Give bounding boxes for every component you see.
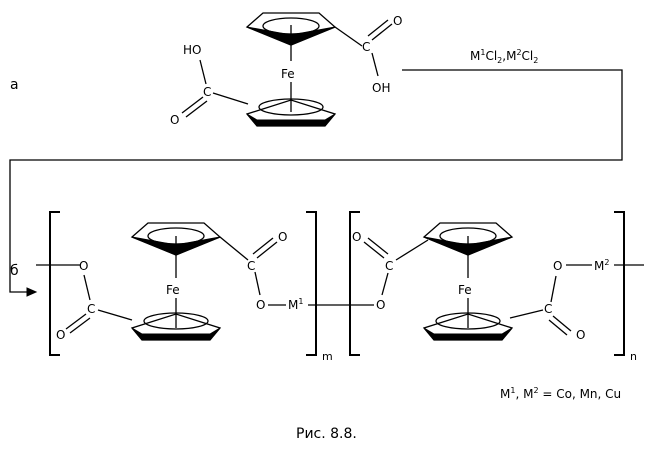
unit2-o-right: O	[553, 259, 562, 273]
figure-caption: Рис. 8.8.	[296, 426, 357, 442]
svg-text:M1Cl2,M2Cl2: M1Cl2,M2Cl2	[470, 48, 538, 65]
unit2-o-dbl-left: O	[352, 230, 361, 244]
panel-label-b: б	[10, 263, 19, 279]
unit2-c-right: C	[544, 302, 552, 316]
monomer-oh-right: OH	[372, 81, 390, 95]
unit1-o-left: O	[79, 259, 88, 273]
reagents-label: M1Cl2,M2Cl2	[470, 48, 538, 65]
unit1-o-dbl-left: O	[56, 328, 65, 342]
unit2-o-dbl-right: O	[576, 328, 585, 342]
polymer-unit-2: O C O Fe C O O M2	[352, 222, 644, 342]
bracket-left-2	[349, 211, 360, 356]
panel-label-a: а	[10, 77, 19, 93]
bracket-left-1	[49, 211, 60, 356]
metals-legend: M1, M2 = Co, Mn, Cu	[500, 386, 621, 401]
monomer-fe: Fe	[281, 67, 295, 81]
unit2-o-left: O	[376, 298, 385, 312]
monomer-carboxyl-c-left: C	[203, 85, 211, 99]
monomer-o-dbl-right: O	[393, 14, 402, 28]
cp-ring-bottom	[245, 98, 337, 127]
unit1-o-dbl-right: O	[278, 230, 287, 244]
monomer-ho-left: HO	[183, 43, 201, 57]
unit2-c-left: C	[385, 259, 393, 273]
monomer-o-dbl-left: O	[170, 113, 179, 127]
repeat-subscript-n: n	[630, 350, 637, 363]
bracket-right-1	[306, 211, 317, 356]
unit1-c-right: C	[247, 259, 255, 273]
unit2-metal: M2	[594, 258, 609, 273]
unit1-metal: M1	[288, 297, 303, 312]
unit1-o-right: O	[256, 298, 265, 312]
monomer-carboxyl-c-right: C	[362, 40, 370, 54]
unit1-c-left: C	[87, 302, 95, 316]
unit1-fe: Fe	[166, 283, 180, 297]
bracket-right-2	[614, 211, 625, 356]
repeat-subscript-m: m	[322, 350, 333, 363]
monomer-ferrocene: Fe C O OH C HO O	[170, 12, 402, 127]
reaction-arrow	[9, 69, 623, 297]
polymer-unit-1: O C O Fe C O O M1	[36, 222, 374, 342]
unit2-fe: Fe	[458, 283, 472, 297]
